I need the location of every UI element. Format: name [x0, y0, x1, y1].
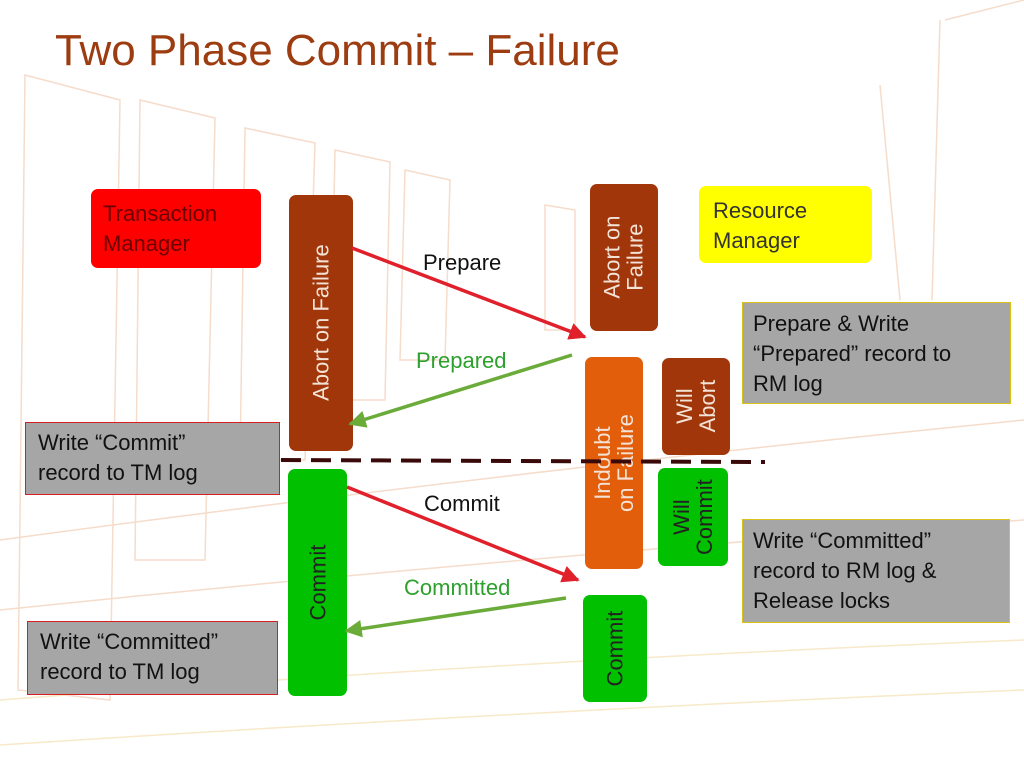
rm-prepare-note: Prepare & Write “Prepared” record to RM … [742, 302, 1011, 404]
page-title: Two Phase Commit – Failure [55, 26, 620, 75]
prepared-label: Prepared [416, 348, 507, 373]
rm-abort-on-failure-bar: Abort on Failure [590, 184, 658, 331]
rm-will-commit-label: Will Commit [668, 479, 717, 555]
rm-committed-note: Write “Committed” record to RM log & Rel… [742, 519, 1010, 623]
tm-commit-note-text: Write “Commit” record to TM log [38, 430, 198, 485]
tm-abort-on-failure-label: Abort on Failure [308, 244, 334, 402]
rm-indoubt-bar: Indoubt on Failure [585, 357, 643, 569]
prepare-label: Prepare [423, 250, 502, 275]
rm-commit-bar: Commit [583, 595, 647, 702]
rm-indoubt-label: Indoubt on Failure [589, 414, 638, 512]
rm-commit-label: Commit [602, 610, 628, 687]
resource-manager-label: Resource Manager [713, 198, 808, 253]
commit-label: Commit [424, 491, 500, 516]
rm-will-abort-label: Will Abort [671, 380, 720, 433]
resource-manager-box: Resource Manager [699, 186, 872, 263]
transaction-manager-label: Transaction Manager [103, 201, 218, 256]
rm-will-abort-bar: Will Abort [662, 358, 730, 455]
rm-prepare-note-text: Prepare & Write “Prepared” record to RM … [753, 311, 952, 396]
rm-committed-note-text: Write “Committed” record to RM log & Rel… [753, 528, 937, 613]
tm-committed-note-text: Write “Committed” record to TM log [40, 629, 219, 684]
committed-label: Committed [404, 575, 511, 600]
tm-abort-on-failure-bar: Abort on Failure [289, 195, 353, 451]
tm-commit-bar: Commit [288, 469, 347, 696]
tm-commit-label: Commit [304, 544, 330, 621]
rm-abort-on-failure-label: Abort on Failure [599, 215, 649, 300]
transaction-manager-box: Transaction Manager [91, 189, 261, 268]
rm-will-commit-bar: Will Commit [658, 468, 728, 566]
tm-committed-note: Write “Committed” record to TM log [27, 621, 278, 695]
tm-commit-note: Write “Commit” record to TM log [25, 422, 280, 495]
